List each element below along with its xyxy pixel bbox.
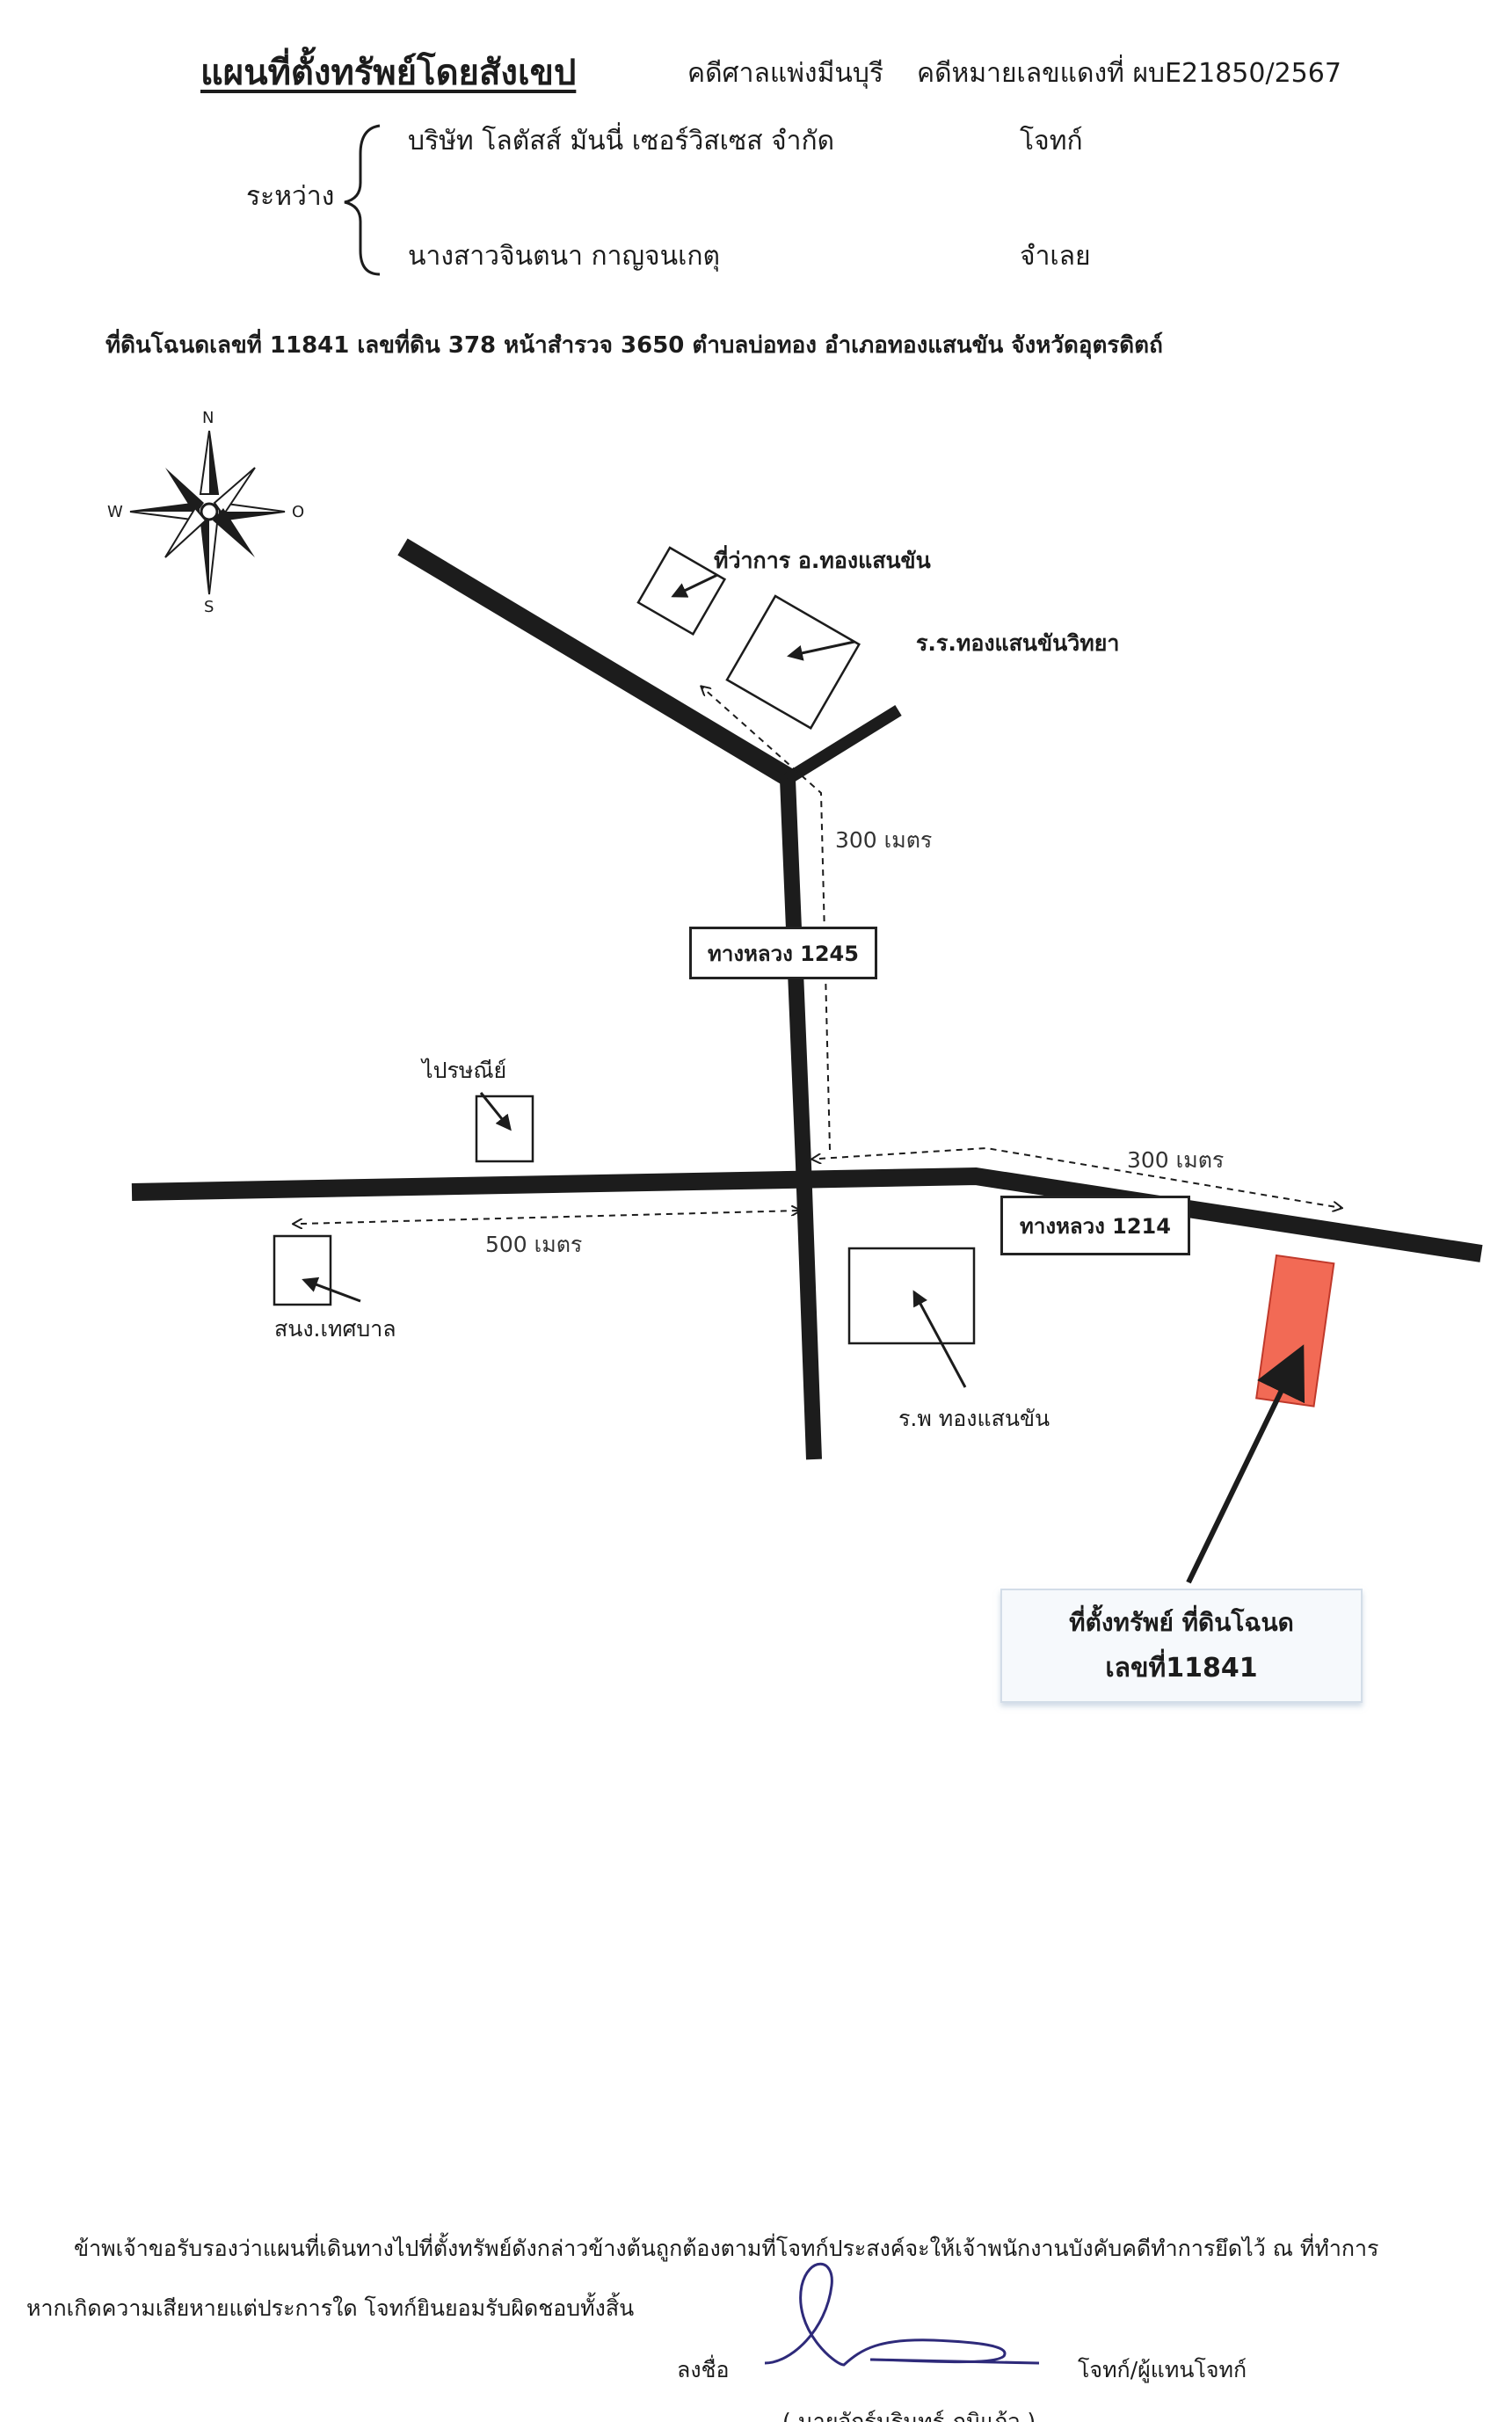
signature-icon <box>764 2262 1040 2367</box>
post-office-building <box>475 1095 534 1163</box>
road-1245-label: ทางหลวง 1245 <box>689 927 877 979</box>
distance-line-west <box>301 1211 800 1224</box>
hospital-building <box>847 1247 976 1345</box>
property-callout-line2: เลขที่11841 <box>1105 1652 1258 1684</box>
court-name: คดีศาลแพ่งมีนบุรี <box>687 58 884 89</box>
municipal-office-building <box>273 1234 332 1306</box>
document-title: แผนที่ตั้งทรัพย์โดยสังเขป <box>200 53 577 93</box>
road-northwest <box>397 538 795 787</box>
district-office-arrow <box>671 573 718 598</box>
municipal-office-arrow <box>302 1276 361 1303</box>
compass-north-label: N <box>202 409 214 427</box>
post-office-label: ไปรษณีย์ <box>422 1058 507 1083</box>
distance-label-west: 500 เมตร <box>485 1232 583 1257</box>
school-building <box>725 594 861 730</box>
municipal-office-label: สนง.เทศบาล <box>274 1316 396 1342</box>
compass-south-label: S <box>204 598 214 616</box>
distance-label-east: 300 เมตร <box>1127 1147 1225 1173</box>
property-arrow <box>1186 1344 1305 1584</box>
signer-role: โจทก์/ผู้แทนโจทก์ <box>1078 2357 1247 2382</box>
sign-label: ลงชื่อ <box>677 2357 730 2382</box>
road-1245 <box>780 778 822 1460</box>
compass-east-label: O <box>292 503 305 521</box>
compass-rose-icon <box>129 430 286 595</box>
defendant-name: นางสาวจินตนา กาญจนเกตุ <box>408 241 721 272</box>
case-number: คดีหมายเลขแดงที่ ผบE21850/2567 <box>917 58 1341 89</box>
road-northeast <box>784 705 902 784</box>
between-label: ระหว่าง <box>246 181 335 212</box>
certification-line-2: หากเกิดความเสียหายแต่ประการใด โจทก์ยินยอ… <box>26 2295 635 2321</box>
district-office-label: ที่ว่าการ อ.ทองแสนขัน <box>714 548 931 573</box>
hospital-label: ร.พ ทองแสนขัน <box>898 1406 1050 1431</box>
certification-line-1: ข้าพเจ้าขอรับรองว่าแผนที่เดินทางไปที่ตั้… <box>74 2236 1379 2261</box>
school-arrow <box>787 640 855 661</box>
hospital-arrow <box>912 1290 967 1388</box>
land-title-description: ที่ดินโฉนดเลขที่ 11841 เลขที่ดิน 378 หน้… <box>105 332 1163 359</box>
plaintiff-role: โจทก์ <box>1020 126 1083 156</box>
property-parcel <box>1255 1254 1335 1407</box>
plaintiff-name: บริษัท โลตัสส์ มันนี่ เซอร์วิสเซส จำกัด <box>408 126 835 156</box>
signer-name: ( นายจักร์นรินทร์ ภูมิแก้ว ) <box>782 2409 1036 2422</box>
compass-west-label: W <box>107 503 123 521</box>
road-1214-label: ทางหลวง 1214 <box>1000 1196 1190 1255</box>
party-bracket <box>344 124 381 276</box>
defendant-role: จำเลย <box>1020 241 1091 272</box>
school-label: ร.ร.ทองแสนขันวิทยา <box>916 630 1120 656</box>
property-callout: ที่ตั้งทรัพย์ ที่ดินโฉนด เลขที่11841 <box>1000 1589 1363 1703</box>
distance-line-north <box>701 687 831 1151</box>
property-callout-line1: ที่ตั้งทรัพย์ ที่ดินโฉนด <box>1069 1607 1294 1637</box>
distance-label-north: 300 เมตร <box>835 827 933 853</box>
post-office-arrow <box>479 1092 512 1131</box>
